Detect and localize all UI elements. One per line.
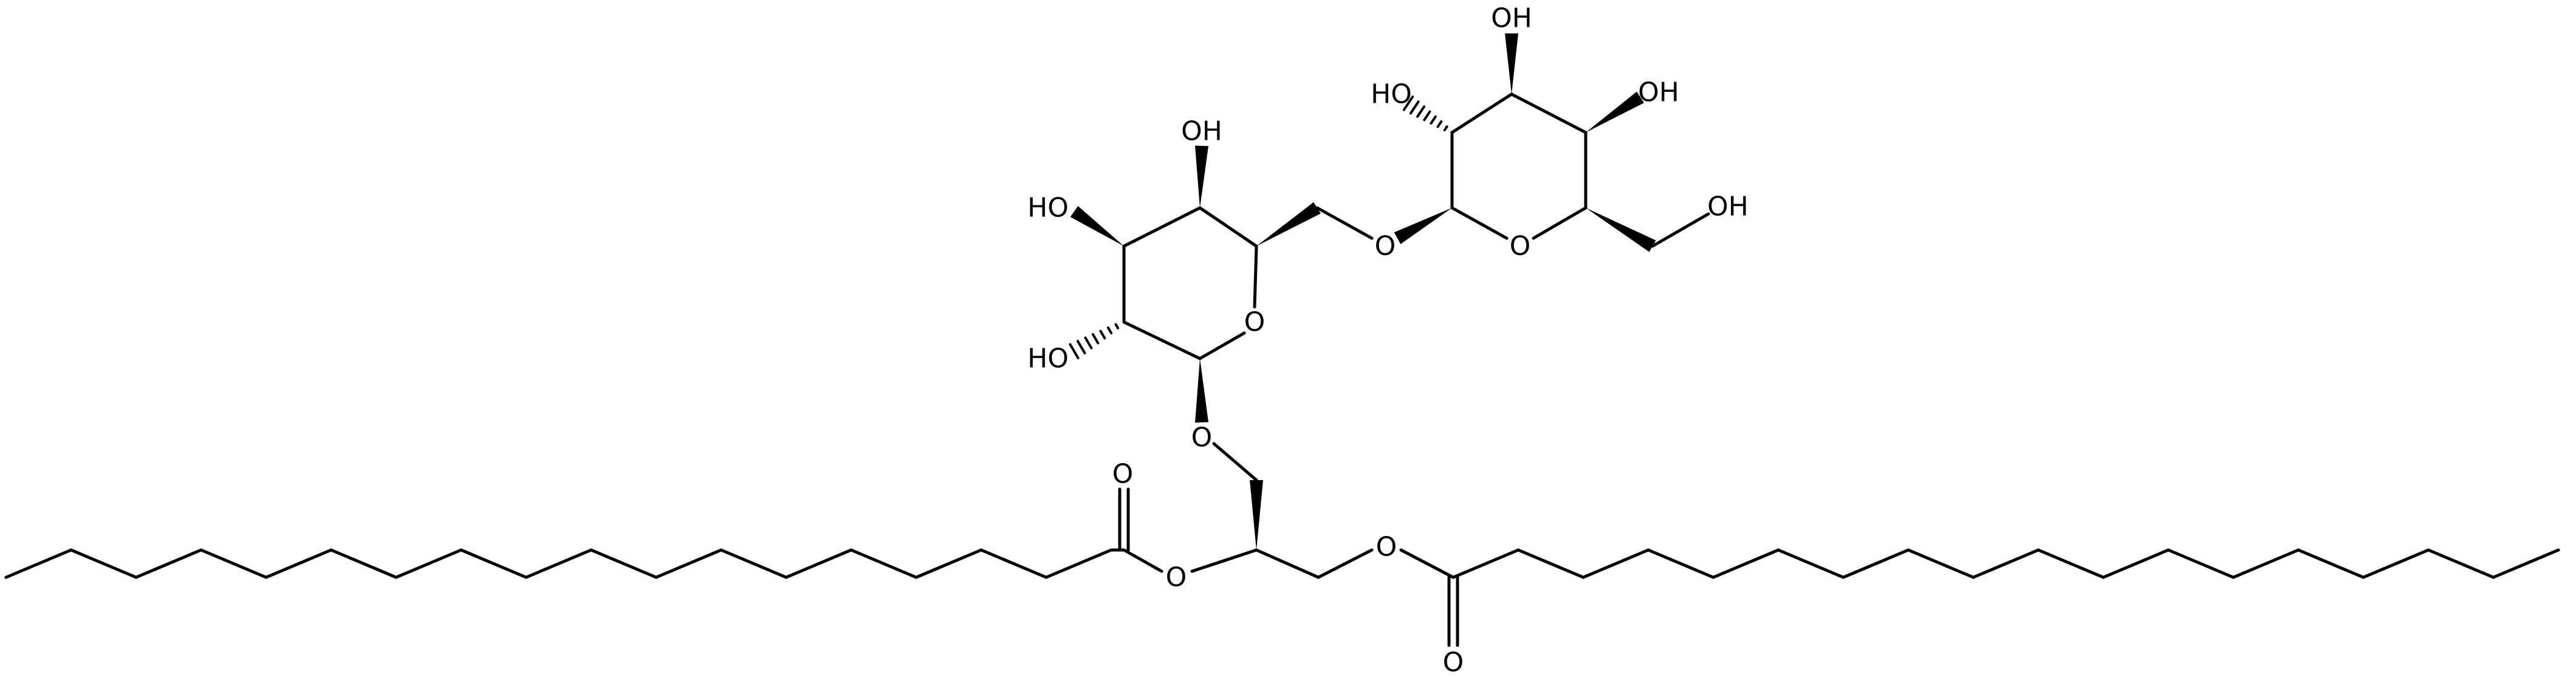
- atom-label-ho-left-upper-ring-a: HO: [1027, 193, 1069, 224]
- chain-bond-left: [394, 548, 463, 579]
- atom-label-oh-top: OH: [1491, 3, 1532, 34]
- chain-bond-right: [2167, 548, 2235, 579]
- svg-text:O: O: [1191, 422, 1213, 453]
- chain-bond-left: [134, 548, 203, 579]
- stereo-wedge-ring-a-c4: [1195, 145, 1208, 208]
- ring-b-bond: [1450, 92, 1513, 134]
- stereo-wedge-ring-b-c1: [1394, 208, 1452, 244]
- chain-bond-right: [2232, 548, 2300, 579]
- chain-bond-left: [1044, 548, 1113, 579]
- atom-label-o-glycosidic-lower: O: [1191, 422, 1213, 453]
- chain-bond-left: [459, 548, 528, 579]
- atom-label-o-ester-right: O: [1376, 532, 1397, 563]
- chain-bond-left: [589, 548, 658, 579]
- atom-label-ho-left-lower-ring-a: HO: [1027, 343, 1069, 374]
- svg-text:O: O: [1376, 532, 1397, 563]
- ring-b-bond: [1532, 206, 1588, 240]
- chain-bond-left: [69, 548, 138, 579]
- svg-text:O: O: [1166, 562, 1187, 593]
- svg-text:OH: OH: [1707, 191, 1749, 222]
- ring-a-bond: [1253, 244, 1258, 309]
- svg-text:OH: OH: [1638, 77, 1679, 108]
- chain-bond-left: [329, 548, 398, 579]
- glycerol-bond: [1255, 548, 1320, 579]
- stereo-wedge-ring-b-c5: [1586, 208, 1656, 252]
- chain-bond-right: [2492, 548, 2560, 579]
- svg-text:HO: HO: [1027, 343, 1069, 374]
- chain-bond-right: [1646, 548, 1715, 579]
- chain-bond-right: [1776, 548, 1845, 579]
- ring-a-bond: [1122, 320, 1202, 360]
- chain-bond-right: [1711, 548, 1780, 579]
- atom-label-o-carbonyl-right: O: [1443, 647, 1464, 677]
- svg-text:O: O: [1510, 231, 1531, 262]
- svg-text:HO: HO: [1371, 79, 1412, 110]
- svg-text:O: O: [1112, 459, 1134, 490]
- stereo-bond-layer: [1069, 33, 1656, 550]
- atom-label-oh-ch2-ring-b: OH: [1707, 191, 1749, 222]
- chain-bond-left: [914, 548, 983, 579]
- chain-bond-right: [1841, 548, 1910, 579]
- atom-label-o-ring-b: O: [1510, 231, 1531, 262]
- atom-label-o-ester-left: O: [1166, 562, 1187, 593]
- stereo-wedge-ring-b-c4: [1586, 91, 1644, 132]
- atom-label-oh-right-ring-b: OH: [1638, 77, 1679, 108]
- chain-bond-left: [199, 548, 268, 579]
- chain-bond-left: [524, 548, 593, 579]
- ring-a-bond: [1122, 206, 1202, 248]
- glycerol-bond: [1190, 548, 1258, 573]
- stereo-wedge-glycerol: [1250, 480, 1263, 550]
- chain-bond-right: [1516, 548, 1585, 579]
- bond-layer: [4, 92, 2560, 647]
- stereo-wedge-ring-b-c3: [1505, 33, 1518, 94]
- glycerol-o-bond: [1317, 548, 1374, 579]
- stereo-hash-ring-a-c2: [1069, 323, 1120, 360]
- chain-bond-left: [264, 548, 333, 579]
- chain-bond-left: [654, 548, 723, 579]
- ring-b-ch2oh-bond: [1651, 212, 1710, 248]
- chain-bond-right: [1451, 548, 1520, 579]
- glycerol-ch2-bond: [1212, 442, 1258, 482]
- ester-bond-left: [1122, 548, 1163, 573]
- stereo-wedge-ring-a-c1: [1195, 359, 1208, 423]
- atom-label-oh-top-ring-a: OH: [1181, 116, 1222, 147]
- chain-bond-left: [4, 548, 73, 579]
- svg-text:O: O: [1244, 307, 1266, 338]
- stereo-wedge-ring-a-c5: [1256, 202, 1321, 246]
- svg-text:OH: OH: [1491, 3, 1532, 34]
- chain-bond-left: [784, 548, 853, 579]
- chain-bond-right: [2362, 548, 2430, 579]
- chain-bond-right: [1906, 548, 1975, 579]
- ring-a-bond: [1198, 331, 1246, 360]
- chain-bond-right: [2427, 548, 2495, 579]
- atom-label-ho-left-ring-b: HO: [1371, 79, 1412, 110]
- stereo-hash-ring-b-c2: [1402, 95, 1448, 132]
- atom-label-layer: OH OH HO OH O O OH HO HO O O: [1027, 3, 1749, 677]
- stereo-wedge-ring-a-c3: [1070, 205, 1124, 246]
- svg-text:OH: OH: [1181, 116, 1222, 147]
- atom-label-o-glycosidic-upper: O: [1375, 231, 1396, 262]
- chain-bond-right: [2036, 548, 2105, 579]
- chain-bond-left: [979, 548, 1048, 579]
- svg-text:O: O: [1443, 647, 1464, 677]
- ring-a-bond: [1198, 206, 1258, 248]
- svg-text:O: O: [1375, 231, 1396, 262]
- ester-bond-right: [1399, 548, 1455, 579]
- svg-text:HO: HO: [1027, 193, 1069, 224]
- ring-b-bond: [1510, 92, 1588, 134]
- chain-bond-right: [1971, 548, 2040, 579]
- atom-label-o-ring-a: O: [1244, 307, 1266, 338]
- chain-bond-left: [849, 548, 918, 579]
- chain-bond-left: [719, 548, 788, 579]
- chain-bond-right: [1581, 548, 1650, 579]
- ring-b-bond: [1450, 206, 1509, 240]
- ring-link-bond: [1315, 206, 1374, 240]
- chain-bond-right: [2297, 548, 2365, 579]
- chain-bond-right: [2102, 548, 2170, 579]
- atom-label-o-carbonyl-left: O: [1112, 459, 1134, 490]
